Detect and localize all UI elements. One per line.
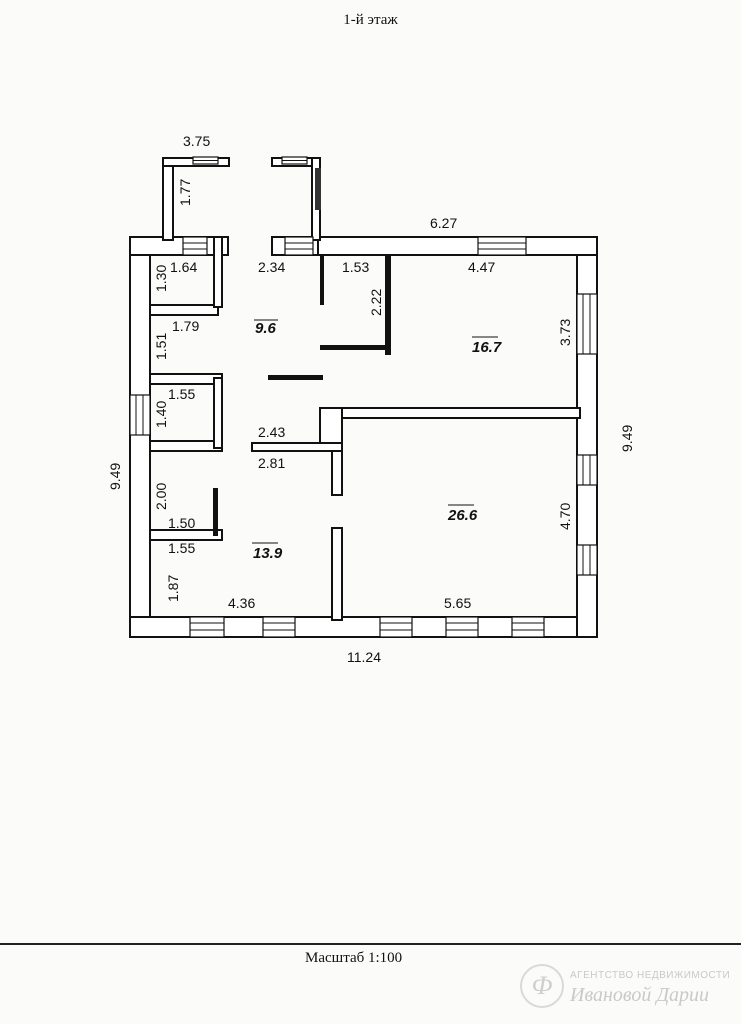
scale-label: Масштаб 1:100 [305,950,403,966]
room-ne-area-label: 16.7 [472,339,502,356]
window-east-1 [576,293,598,355]
corridor-ledge [319,407,343,444]
partition-wc1-bottom [149,304,219,316]
room-se-area-label: 26.6 [447,507,478,524]
outer-walls [129,236,598,638]
windows [129,156,598,638]
room-ne-width-label: 4.47 [468,259,495,275]
porch-depth-label: 1.77 [177,179,193,206]
floor-title: 1-й этаж [343,12,398,28]
closet-east-wall [385,255,391,355]
r3-width-label: 1.55 [168,386,195,402]
partition-west-rooms-east [213,236,223,308]
window-north-3 [477,236,527,256]
r2-width-label: 1.79 [172,318,199,334]
room-ne-height-label: 3.73 [557,319,573,346]
porch-width-label: 3.75 [183,133,210,149]
partition-r4-bottom [149,529,223,541]
room-sw-width-label: 4.36 [228,595,255,611]
agency-tagline: АГЕНТСТВО НЕДВИЖИМОСТИ [570,970,731,981]
ne-room-south-wall [319,407,581,419]
west-wall [129,236,151,638]
agency-logo-icon: Ф [520,964,564,1008]
window-porch-north-2 [281,156,308,165]
interior-walls [149,236,581,621]
window-east-3 [576,544,598,576]
area-underlines [252,319,498,544]
se-room-west-wall-bottom [331,527,343,621]
corridor-step [251,442,343,452]
north-wall-label: 6.27 [430,215,457,231]
window-south-5 [511,616,545,638]
room-sw-height-label: 1.87 [165,575,181,602]
window-porch-east [315,168,321,210]
window-north-1 [182,236,208,256]
window-porch-north [192,156,219,165]
north-wall-east [317,236,598,256]
agency-name: Ивановой Дарии [570,984,710,1006]
south-wall-label: 11.24 [347,649,381,665]
closet-height-label: 2.22 [368,289,384,316]
window-east-2 [576,454,598,486]
room-sw-area-label: 13.9 [253,545,283,562]
corridor2-label-b: 2.81 [258,455,285,471]
footer-divider [0,943,741,945]
closet-width-label: 1.53 [342,259,369,275]
hall-area-label: 9.6 [255,320,277,337]
partition-wc2-bottom [149,373,223,385]
porch-west-wall [162,157,174,241]
room-se-height-label: 4.70 [557,503,573,530]
closet-south-wall [320,345,390,350]
room-sw-width-top-label: 1.55 [168,540,195,556]
window-west [129,394,151,436]
window-south-2 [262,616,296,638]
window-south-3 [379,616,413,638]
hall-stub-wall [268,375,323,380]
se-room-west-wall-top [331,449,343,496]
window-south-1 [189,616,225,638]
partition-west-rooms-east-2 [213,377,223,449]
partition-r4-east [213,488,218,536]
room-se-width-label: 5.65 [444,595,471,611]
r4-width-label: 1.50 [168,515,195,531]
partition-wc3-bottom [149,440,223,452]
r3-height-label: 1.40 [153,401,169,428]
r1-width-label: 1.64 [170,259,197,275]
corridor2-label-a: 2.43 [258,424,285,440]
r2-height-label: 1.51 [153,333,169,360]
window-north-2 [284,236,314,256]
window-south-4 [445,616,479,638]
closet-west-wall [320,255,324,305]
r4-height-label: 2.00 [153,483,169,510]
west-wall-label: 9.49 [107,463,123,490]
agency-watermark: Ф АГЕНТСТВО НЕДВИЖИМОСТИ Ивановой Дарии [516,956,736,1016]
east-wall-label: 9.49 [619,425,635,452]
corridor-width-label: 2.34 [258,259,285,275]
r1-height-label: 1.30 [153,265,169,292]
